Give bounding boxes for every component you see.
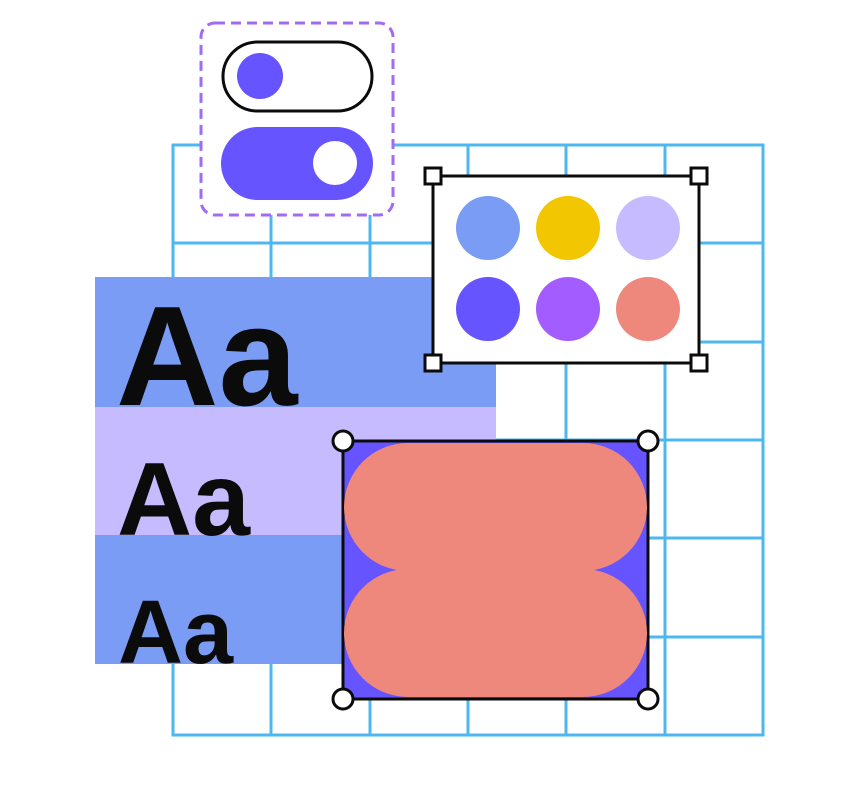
resize-handle-top-right[interactable] [689, 166, 709, 186]
handle-bottom-right[interactable] [636, 687, 660, 711]
toggle-knob-off [237, 53, 283, 99]
swatch-yellow[interactable] [536, 196, 600, 260]
type-sample-small: Aa [118, 583, 234, 683]
resize-handle-top-left[interactable] [423, 166, 443, 186]
toggle-switch-on[interactable] [221, 127, 373, 200]
toggle-knob-on [313, 141, 357, 185]
resize-handle-bottom-right[interactable] [689, 353, 709, 373]
salmon-pill-bottom [344, 569, 647, 697]
type-sample-large: Aa [116, 277, 299, 436]
swatch-violet[interactable] [536, 277, 600, 341]
swatch-lavender[interactable] [616, 196, 680, 260]
color-palette-card [423, 166, 709, 373]
typography-stack: Aa Aa Aa [95, 277, 496, 683]
toggle-switch-off[interactable] [221, 40, 374, 113]
handle-top-left[interactable] [331, 429, 355, 453]
type-band-large [95, 277, 496, 407]
handle-bottom-left[interactable] [331, 687, 355, 711]
swatch-salmon[interactable] [616, 277, 680, 341]
swatch-indigo[interactable] [456, 277, 520, 341]
salmon-pill-top [344, 443, 647, 571]
type-sample-medium: Aa [117, 442, 251, 558]
swatch-periwinkle[interactable] [456, 196, 520, 260]
toggle-component [199, 21, 395, 217]
shape-component [331, 429, 660, 711]
handle-top-right[interactable] [636, 429, 660, 453]
type-band-small [95, 535, 345, 664]
resize-handle-bottom-left[interactable] [423, 353, 443, 373]
